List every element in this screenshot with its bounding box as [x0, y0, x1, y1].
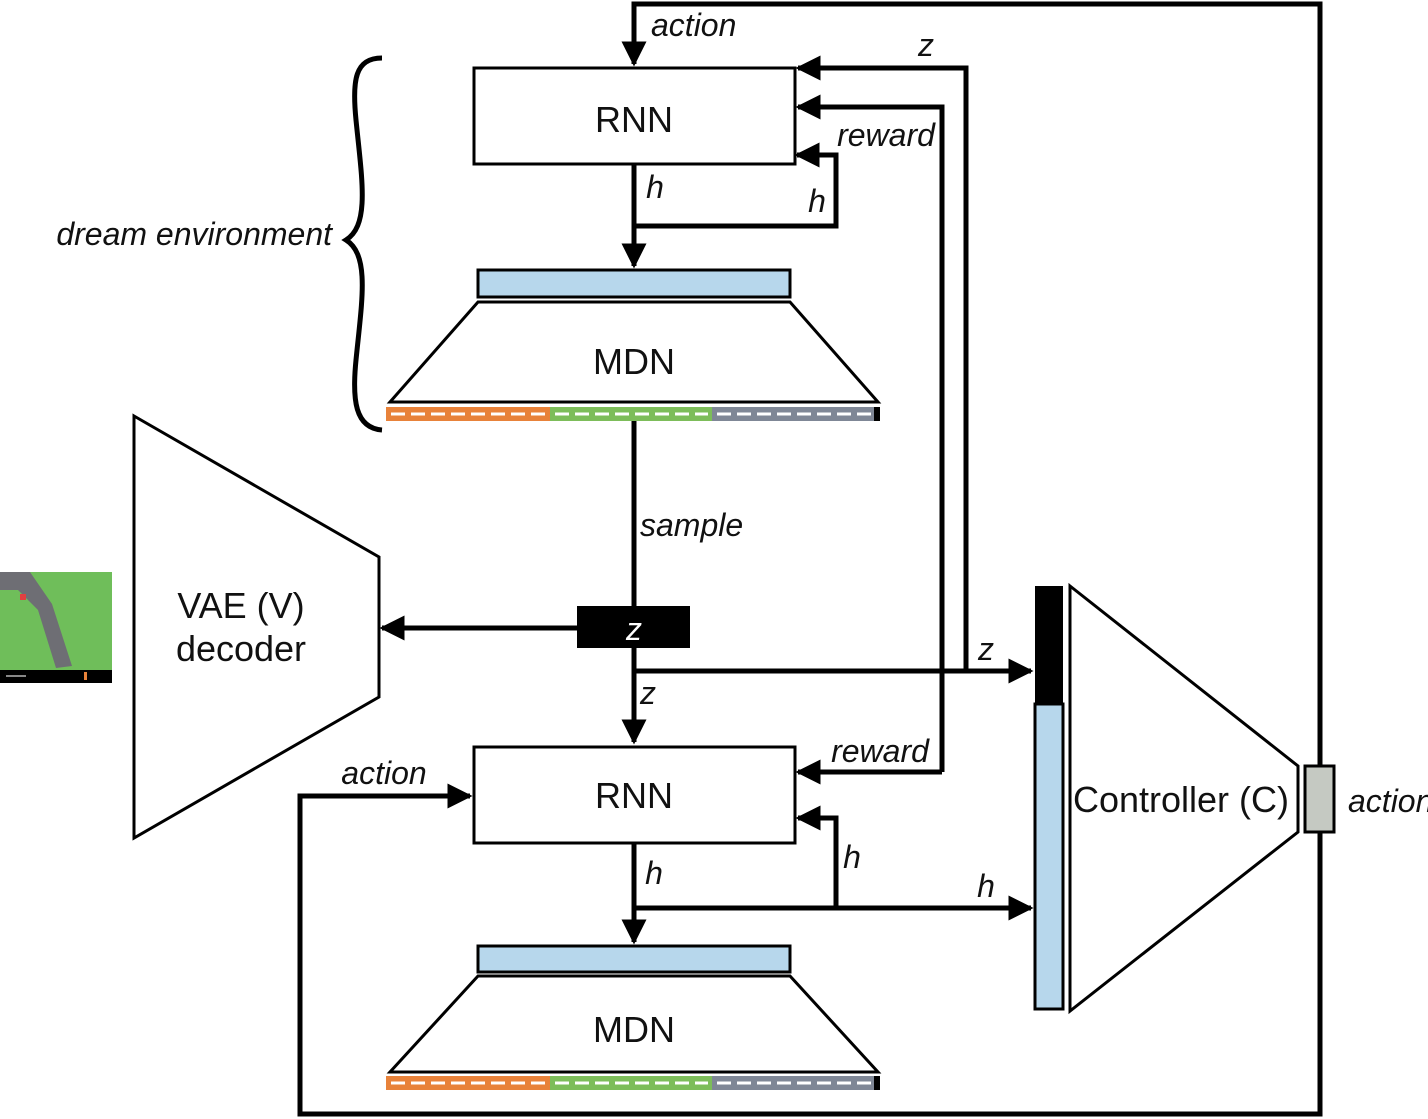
mdn-bottom-output — [386, 1076, 880, 1090]
vae-label-line1: VAE (V) — [177, 585, 304, 626]
h-bottom-right-label: h — [977, 868, 995, 904]
z-down-label: z — [639, 675, 656, 711]
rnn-bottom-box — [472, 745, 797, 845]
mdn-top-label: MDN — [593, 341, 675, 382]
reward-top-label: reward — [837, 117, 936, 153]
reward-bottom-label: reward — [831, 733, 930, 769]
mdn-top-layer — [476, 268, 792, 299]
h-top-loop-label: h — [808, 183, 826, 219]
rnn-top-label: RNN — [595, 99, 673, 140]
rnn-top-box — [472, 66, 797, 166]
rnn-bottom-label: RNN — [595, 775, 673, 816]
z-middle-label: z — [977, 631, 994, 667]
action-right-label: action — [1348, 783, 1428, 819]
h-bottom-loop-label: h — [843, 839, 861, 875]
sample-label: sample — [640, 507, 743, 543]
controller: Controller (C) action — [1033, 582, 1428, 1015]
controller-action-box — [1303, 764, 1336, 834]
mdn-top-trapezoid — [386, 300, 882, 404]
h-top-loop-line — [634, 142, 839, 229]
reward-top-line — [795, 94, 945, 772]
controller-input-h — [1033, 702, 1065, 1011]
mdn-bottom-label: MDN — [593, 1009, 675, 1050]
action-bottom-left-label: action — [341, 755, 426, 791]
vae-label-line2: decoder — [176, 628, 306, 669]
h-top-down-label: h — [646, 169, 664, 205]
mdn-bottom-trapezoid — [386, 974, 882, 1074]
game-frame-image — [0, 572, 112, 683]
z-top-label: z — [917, 27, 934, 63]
vae-decoder-trapezoid — [132, 413, 381, 841]
z-top-line — [795, 55, 969, 671]
controller-trapezoid — [1068, 582, 1300, 1015]
action-top-label: action — [651, 7, 736, 43]
h-bottom-loop-line — [795, 805, 839, 908]
mdn-bottom-layer — [476, 944, 792, 974]
dream-brace — [341, 55, 383, 433]
z-box — [577, 606, 690, 648]
mdn-top-output — [386, 407, 880, 421]
controller-input-z — [1035, 586, 1063, 704]
action-bottom-line — [297, 783, 1323, 1117]
dream-environment-label: dream environment — [56, 216, 333, 252]
controller-label: Controller (C) — [1073, 779, 1289, 820]
dream-environment: dream environment RNN MDN h h — [56, 55, 882, 433]
h-bottom-down-label: h — [645, 855, 663, 891]
action-top-line — [621, 1, 1323, 766]
z-box-label: z — [625, 611, 642, 647]
